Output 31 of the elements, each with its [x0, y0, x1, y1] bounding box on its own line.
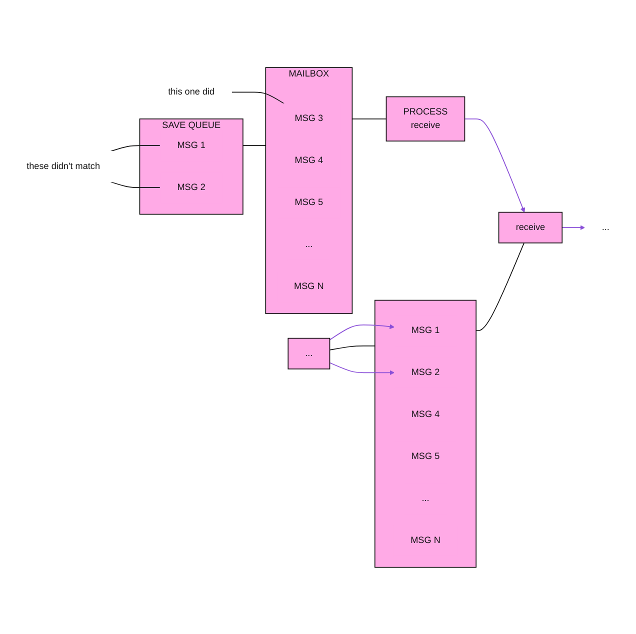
node-text: MSG 1	[411, 325, 440, 335]
node-text: this one did	[168, 86, 215, 96]
node-box: ...	[288, 337, 330, 369]
node-box: receive	[498, 211, 563, 243]
node-text: ...	[602, 222, 610, 232]
connector	[242, 144, 266, 146]
connector	[352, 118, 387, 119]
node-text: MSG N	[410, 535, 440, 545]
cluster	[374, 299, 476, 568]
node-text: MSG 2	[177, 182, 206, 192]
node-text: MSG N	[294, 281, 324, 292]
connector	[110, 144, 161, 152]
arrow	[329, 324, 395, 340]
arrow	[562, 224, 586, 230]
node-text: MSG 1	[177, 140, 206, 150]
node-text: MSG 4	[294, 155, 324, 166]
connector	[231, 91, 284, 104]
node-text: MSG 4	[411, 409, 440, 419]
node-text: these didn't match	[26, 161, 100, 171]
node-text: MSG 5	[294, 197, 324, 208]
connector	[329, 345, 376, 350]
node-text: ...	[305, 239, 313, 250]
node-box: PROCESS receive	[386, 96, 466, 142]
connector	[110, 181, 161, 188]
arrow	[464, 118, 526, 212]
connector	[476, 242, 524, 331]
node-text: MSG 2	[411, 367, 440, 377]
node-text: ...	[422, 493, 430, 503]
arrow	[329, 362, 395, 375]
node-text: MSG 3	[294, 113, 324, 124]
node-text: MSG 5	[411, 451, 440, 461]
